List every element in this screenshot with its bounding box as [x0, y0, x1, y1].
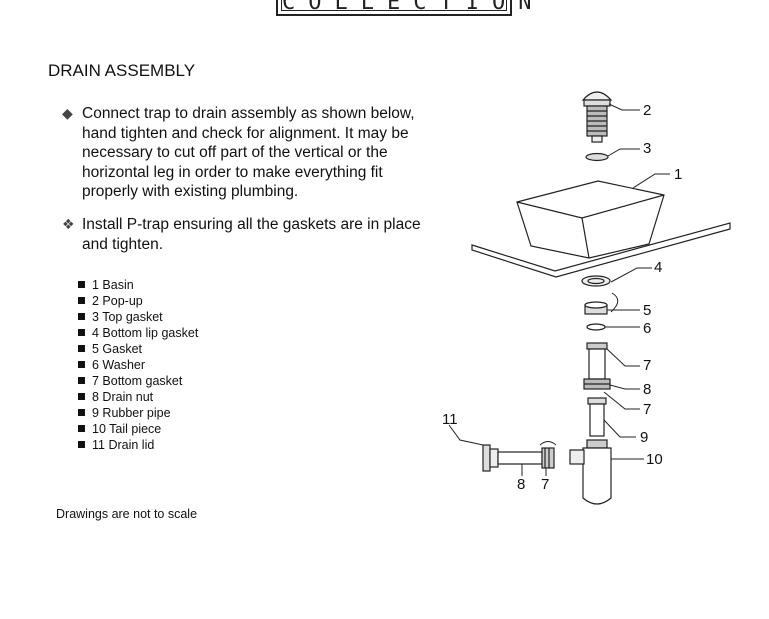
p-trap-part: [569, 439, 612, 505]
gasket-part: [584, 292, 619, 315]
callout-9: 9: [640, 429, 648, 446]
washer-part: [586, 323, 606, 331]
square-bullet-icon: [78, 425, 85, 432]
callout-5: 5: [643, 302, 651, 319]
parts-list: 1 Basin 2 Pop-up 3 Top gasket 4 Bottom l…: [78, 277, 198, 453]
callout-1: 1: [674, 166, 682, 183]
list-item: 8 Drain nut: [78, 389, 198, 405]
bottom-lip-gasket-part: [581, 275, 611, 287]
list-item: 2 Pop-up: [78, 293, 198, 309]
callout-6: 6: [643, 320, 651, 337]
callout-4: 4: [654, 259, 662, 276]
square-bullet-icon: [78, 329, 85, 336]
basin-part: [516, 180, 665, 259]
callout-7a: 7: [643, 357, 651, 374]
callout-8b: 8: [517, 476, 525, 493]
callout-2: 2: [643, 102, 651, 119]
top-gasket-part: [585, 152, 609, 162]
square-bullet-icon: [78, 393, 85, 400]
callout-10: 10: [646, 451, 663, 468]
leader-lines: [448, 103, 670, 476]
list-item: 6 Washer: [78, 357, 198, 373]
square-bullet-icon: [78, 441, 85, 448]
pop-up-part: [581, 91, 613, 143]
instruction-2: ❖ Install P-trap ensuring all the gasket…: [62, 215, 442, 254]
square-bullet-icon: [78, 377, 85, 384]
list-item: 3 Top gasket: [78, 309, 198, 325]
instruction-1: ◆ Connect trap to drain assembly as show…: [62, 104, 442, 202]
list-item: 10 Tail piece: [78, 421, 198, 437]
tail-piece-part: [583, 342, 611, 390]
callout-11: 11: [442, 411, 458, 428]
instruction-2-text: Install P-trap ensuring all the gaskets …: [82, 216, 421, 253]
square-bullet-icon: [78, 345, 85, 352]
rubber-pipe-part: [587, 397, 607, 437]
horizontal-drain-part: [482, 441, 557, 472]
list-item: 7 Bottom gasket: [78, 373, 198, 389]
callout-3: 3: [643, 140, 651, 157]
instruction-1-text: Connect trap to drain assembly as shown …: [82, 105, 415, 200]
scale-note: Drawings are not to scale: [56, 507, 198, 521]
diamond-bullet-icon: ◆: [62, 105, 73, 121]
list-item: 1 Basin: [78, 277, 198, 293]
callout-8a: 8: [643, 381, 651, 398]
square-bullet-icon: [78, 297, 85, 304]
list-item: 9 Rubber pipe: [78, 405, 198, 421]
square-bullet-icon: [78, 281, 85, 288]
section-title: DRAIN ASSEMBLY: [48, 61, 196, 80]
square-bullet-icon: [78, 361, 85, 368]
list-item: 5 Gasket: [78, 341, 198, 357]
brand-logo: COLLECTION: [276, 0, 531, 16]
square-bullet-icon: [78, 409, 85, 416]
list-item: 4 Bottom lip gasket: [78, 325, 198, 341]
square-bullet-icon: [78, 313, 85, 320]
callout-7b: 7: [643, 401, 651, 418]
brand-logo-text: COLLECTION: [281, 0, 531, 14]
countertop: [471, 222, 731, 278]
list-item: 11 Drain lid: [78, 437, 198, 453]
diamond-cluster-bullet-icon: ❖: [62, 216, 75, 232]
callout-7c: 7: [541, 476, 549, 493]
